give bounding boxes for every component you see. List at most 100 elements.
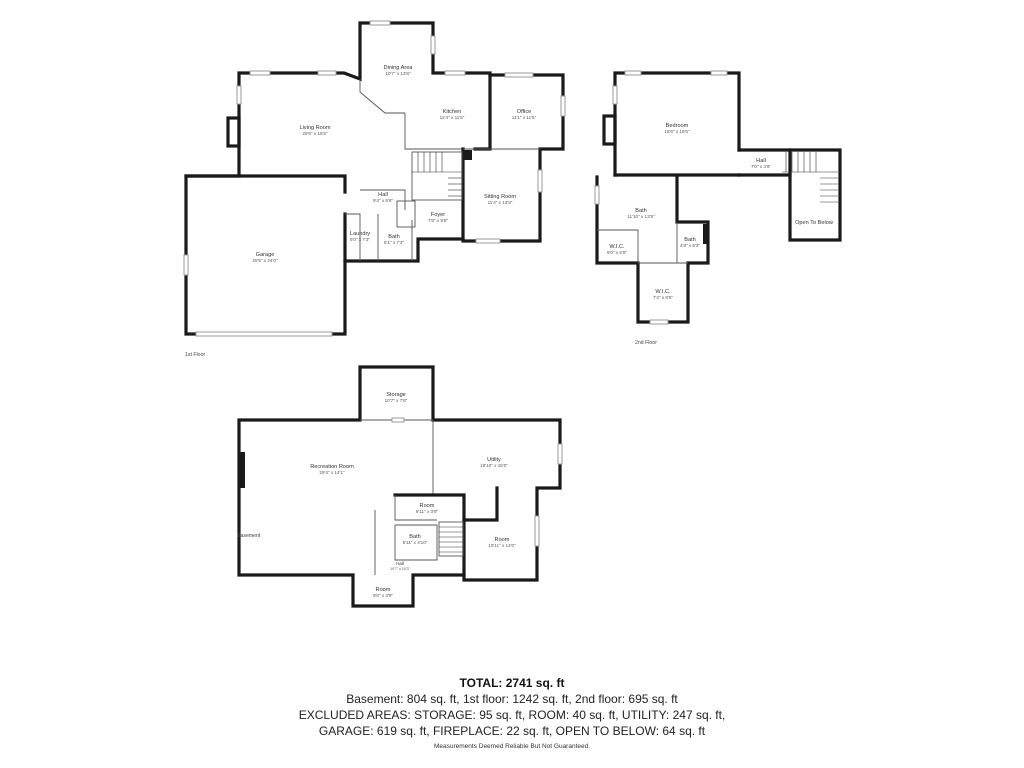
- bedroom-dim: 18'6" x 15'5": [664, 129, 690, 134]
- room-small-dim: 9'11" x 3'9": [416, 509, 439, 514]
- basement-plan: Storage 10'7" x 7'8" Recreation Room 29'…: [237, 365, 563, 608]
- kitchen-dim: 12'4" x 11'5": [440, 115, 465, 120]
- room-bottom-dim: 9'0" x 3'9": [373, 593, 393, 598]
- hall-basement-name: Hall: [396, 561, 404, 566]
- basement-outer-wall: [237, 365, 562, 608]
- room-bottom-name: Room: [376, 587, 391, 593]
- bath-small-dim: 4'8" x 6'3": [680, 243, 700, 248]
- disclaimer: Measurements Deemed Reliable But Not Gua…: [433, 743, 591, 750]
- window: [594, 185, 600, 205]
- sitting-room-dim: 11'4" x 13'8": [488, 200, 513, 205]
- laundry-name: Laundry: [350, 231, 370, 237]
- window: [560, 95, 566, 117]
- window: [317, 70, 337, 76]
- bath-outer-walls: [595, 175, 710, 324]
- hall-wall: [345, 213, 361, 261]
- bath-basement-name: Bath: [409, 534, 421, 540]
- room-basement-name: Room: [495, 537, 510, 543]
- room-basement-dim: 10'11" x 14'0": [488, 543, 516, 548]
- second-floor-label: 2nd Floor: [635, 340, 657, 346]
- floor-areas: Basement: 804 sq. ft, 1st floor: 1242 sq…: [346, 692, 678, 706]
- bath-small-name: Bath: [684, 237, 696, 243]
- second-floor-stairs: [782, 152, 838, 203]
- foyer-dim: 7'8" x 9'8": [428, 218, 448, 223]
- first-floor-stairs: [411, 151, 463, 201]
- garage-name: Garage: [256, 252, 275, 258]
- storage-dim: 10'7" x 7'8": [385, 398, 408, 403]
- bath-2nd-dim: 11'10" x 13'5": [627, 214, 655, 219]
- recreation-room-name: Recreation Room: [310, 464, 354, 470]
- window: [534, 515, 540, 547]
- bedroom-fireplace: [602, 114, 617, 146]
- hall-2nd-name: Hall: [756, 158, 766, 164]
- bath-2nd-name: Bath: [635, 208, 647, 214]
- bath-inner-wall: [597, 229, 639, 263]
- window: [183, 254, 189, 276]
- utility-dim: 19'10" x 15'0": [480, 463, 508, 468]
- window: [475, 238, 501, 244]
- room-small-name: Room: [420, 503, 435, 509]
- window: [624, 70, 642, 76]
- recreation-room-dim: 29'4" x 14'1": [319, 470, 345, 475]
- sitting-room-name: Sitting Room: [484, 194, 516, 200]
- storage-name: Storage: [386, 392, 406, 398]
- second-floor-column: [703, 224, 708, 244]
- excluded-areas-1: EXCLUDED AREAS: STORAGE: 95 sq. ft, ROOM…: [298, 708, 726, 722]
- bedroom-name: Bedroom: [666, 123, 689, 129]
- area-summary: TOTAL: 2741 sq. ft Basement: 804 sq. ft,…: [0, 676, 1024, 750]
- window: [612, 85, 618, 105]
- utility-room-wall: [462, 486, 499, 522]
- living-fireplace: [226, 116, 241, 148]
- kitchen-lower-wall: [404, 113, 465, 150]
- laundry-dim: 5'0" x 7'3": [350, 237, 370, 242]
- recreation-fireplace: [239, 452, 245, 488]
- garage-door: [195, 331, 333, 337]
- first-floor-plan: Dining Area 10'7" x 13'8" Living Room 25…: [183, 20, 566, 358]
- window: [710, 70, 728, 76]
- window: [557, 443, 563, 465]
- window: [430, 35, 436, 55]
- window: [649, 319, 669, 325]
- total-area: TOTAL: 2741 sq. ft: [459, 676, 565, 690]
- room-small-bottom: [394, 495, 437, 521]
- window: [504, 72, 534, 78]
- hall-2nd-dim: 7'0" x 3'8": [751, 164, 771, 169]
- living-room-dim: 25'6" x 15'5": [302, 131, 328, 136]
- bath-basement-dim: 5'11" x 4'10": [403, 540, 428, 545]
- bath-b-wall: [394, 524, 438, 561]
- kitchen-name: Kitchen: [443, 109, 462, 115]
- room-small-wall: [393, 493, 466, 577]
- stair-walls: [788, 148, 842, 242]
- garage-dim: 25'5" x 24'0": [252, 258, 278, 263]
- hall-dim: 9'4" x 5'6": [373, 198, 393, 203]
- hall-basement-dim: 10'7" x 10'3": [390, 567, 410, 571]
- office-name: Office: [517, 109, 532, 115]
- wic-1-dim: 6'0" x 5'5": [607, 250, 627, 255]
- garage-top-wall: [184, 174, 347, 194]
- bath-dim: 5'1" x 7'3": [384, 240, 404, 245]
- wic-2-dim: 7'4" x 8'5": [653, 295, 673, 300]
- window: [391, 417, 405, 423]
- utility-name: Utility: [487, 457, 501, 463]
- dining-area-name: Dining Area: [384, 65, 414, 71]
- window: [369, 20, 391, 26]
- basement-stairs: [438, 521, 464, 557]
- foyer-name: Foyer: [431, 212, 445, 218]
- foyer-closet: [396, 200, 416, 228]
- open-to-below-name: Open To Below: [795, 220, 834, 226]
- wic-1-name: W.I.C.: [609, 244, 625, 250]
- excluded-areas-2: GARAGE: 619 sq. ft, FIREPLACE: 22 sq. ft…: [318, 724, 706, 738]
- office-dim: 11'1" x 11'5": [512, 115, 537, 120]
- basement-label: Basement: [237, 533, 261, 539]
- first-floor-outer-wall: [184, 21, 565, 336]
- second-floor-plan: Bedroom 18'6" x 15'5" Hall 7'0" x 3'8" O…: [594, 70, 842, 346]
- dining-area-dim: 10'7" x 13'8": [385, 71, 411, 76]
- kitchen-office-wall: [473, 73, 492, 151]
- dining-angled-wall: [359, 79, 405, 114]
- window: [236, 85, 242, 105]
- first-floor-label: 1st Floor: [185, 352, 205, 358]
- window: [249, 70, 271, 76]
- wic-2-name: W.I.C.: [655, 289, 671, 295]
- window: [444, 70, 466, 76]
